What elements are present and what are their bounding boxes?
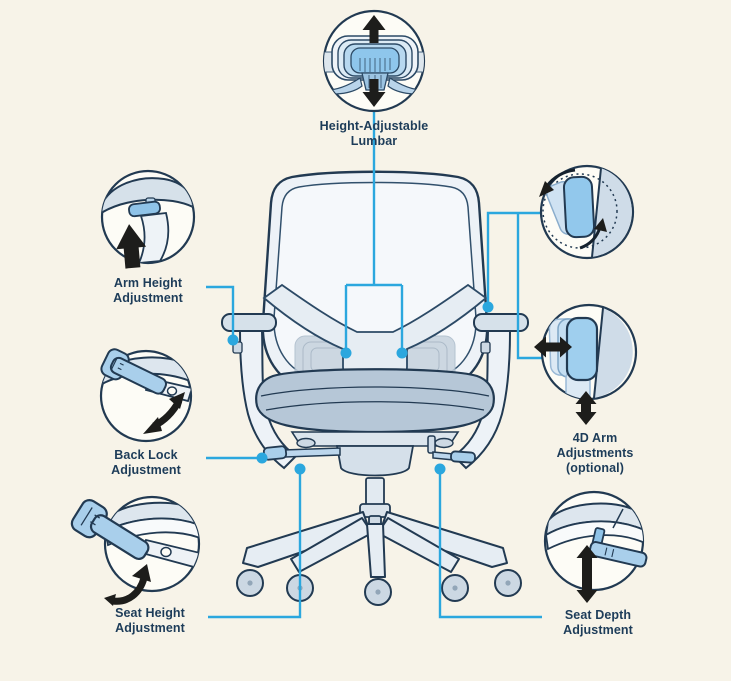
label-line: 4D Arm [572, 431, 618, 445]
lever-icon-markings [111, 358, 124, 371]
label-back-lock-adjustment: Back Lock Adjustment [81, 448, 211, 478]
arm-height-up-arrow-icon [116, 224, 147, 269]
callout-arm-pivot [539, 164, 635, 260]
chair-base-legs [242, 511, 508, 578]
4d-arm-point [482, 301, 494, 313]
label-line: Arm Height [113, 276, 183, 290]
chair-underseat-knob-left [296, 437, 316, 449]
label-4d-arm-adjustments: 4D Arm Adjustments (optional) [525, 431, 665, 476]
lumbar-point-right [396, 347, 408, 359]
arm-height-connector-line [206, 285, 235, 336]
chair-seat-cushion [255, 368, 495, 434]
arm-pivot-detail [542, 167, 632, 258]
lumbar-up-arrow-icon [362, 15, 386, 43]
chair-seat-seam-2 [265, 401, 485, 411]
lumbar-connector-line [344, 111, 404, 348]
chair-left-armrest-pad [221, 313, 277, 332]
callout-arm-height [100, 169, 196, 269]
chair-mechanism-hub [335, 445, 415, 477]
chair-illustration [221, 170, 529, 606]
4d-arm-up-down-arrow-icon [575, 391, 597, 425]
arm-height-detail [102, 177, 194, 263]
label-line: Adjustment [111, 463, 181, 477]
seat-height-connector-line [208, 474, 302, 619]
callout-seat-height [70, 495, 201, 606]
lumbar-point-left [340, 347, 352, 359]
callout-back-lock [99, 348, 193, 443]
chair-seat-seam-1 [260, 386, 490, 397]
lever-icon-markings [80, 507, 101, 526]
seat-depth-lever [588, 527, 648, 568]
label-line: Height-Adjustable [319, 119, 429, 133]
lumbar-down-arrow-icon [362, 79, 386, 107]
label-line: Lumbar [350, 134, 398, 148]
callout-4d-arm [534, 303, 638, 425]
label-line: Back Lock [114, 448, 178, 462]
4d-arm-detail [548, 307, 633, 399]
connector-lines [206, 111, 542, 619]
label-arm-height-adjustment: Arm Height Adjustment [83, 276, 213, 306]
seat-height-rotate-arrow-icon [104, 564, 151, 606]
seat-depth-up-down-arrow-icon [576, 545, 598, 603]
chair-right-arm-height-button [480, 341, 491, 354]
back-lock-lever [100, 348, 167, 395]
back-lock-point [256, 452, 268, 464]
label-seat-depth-adjustment: Seat Depth Adjustment [528, 608, 668, 638]
callout-seat-depth [543, 490, 648, 603]
label-seat-height-adjustment: Seat Height Adjustment [85, 606, 215, 636]
lumbar-mechanism-detail [324, 35, 424, 95]
arm-pivot-curved-arrows-icon [539, 168, 607, 250]
label-line: Adjustment [115, 621, 185, 635]
arm-height-point [227, 334, 239, 346]
back-lock-curved-double-arrow-icon [143, 392, 185, 434]
label-line: Adjustment [563, 623, 633, 637]
seat-depth-connector-line [438, 474, 542, 619]
4d-arm-left-right-arrow-icon [534, 336, 572, 358]
seat-height-detail [105, 501, 199, 569]
seat-depth-point [434, 463, 446, 475]
chair-left-lever [262, 445, 341, 461]
label-line: (optional) [566, 461, 624, 475]
label-line: Adjustment [113, 291, 183, 305]
label-line: Adjustments [556, 446, 634, 460]
label-height-adjustable-lumbar: Height-Adjustable Lumbar [294, 119, 454, 149]
chair-right-lever [427, 435, 476, 464]
chair-right-armrest-pad [473, 313, 529, 332]
label-line: Seat Height [115, 606, 185, 620]
chair-underseat-knob-right [434, 437, 454, 449]
seat-height-lever [70, 499, 150, 561]
label-line: Seat Depth [564, 608, 632, 622]
callout-lumbar [322, 9, 426, 113]
4d-arm-connector-line [486, 211, 542, 360]
seat-height-point [294, 463, 306, 475]
